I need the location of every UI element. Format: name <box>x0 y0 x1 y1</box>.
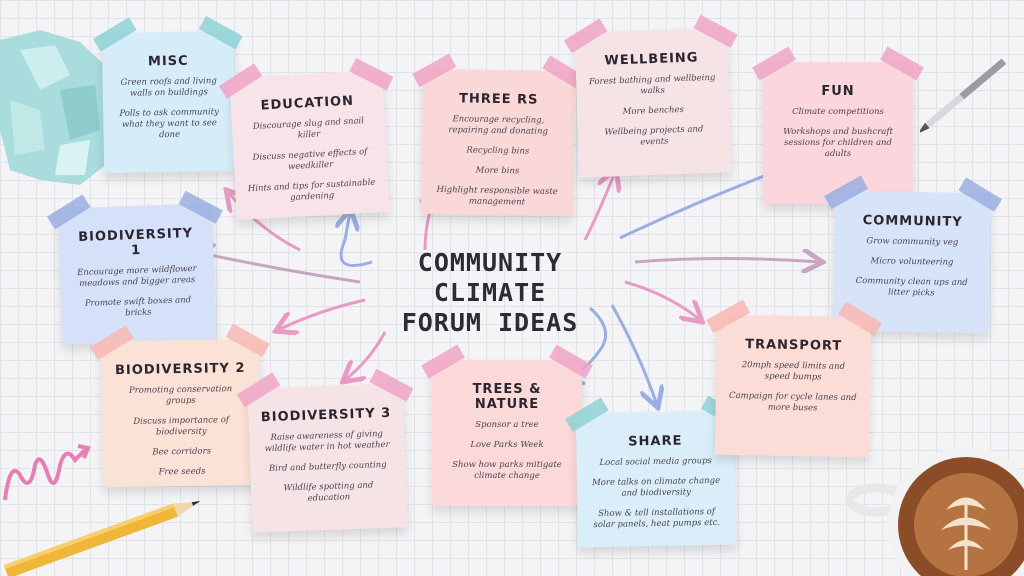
note-biodiversity-1: BIODIVERSITY 1 Encourage more wildflower… <box>47 190 223 345</box>
note-item: Encourage recycling, repairing and donat… <box>448 114 549 137</box>
note-title: EDUCATION <box>260 93 355 114</box>
note-biodiversity-2: BIODIVERSITY 2 Promoting conservation gr… <box>89 323 270 488</box>
arrow-to-education <box>228 192 301 252</box>
note-item: Promote swift boxes and bricks <box>84 295 192 319</box>
note-item: Campaign for cycle lanes and more buses <box>728 390 857 414</box>
note-title: THREE RS <box>458 91 539 108</box>
note-item: Workshops and bushcraft sessions for chi… <box>783 127 893 159</box>
note-title: BIODIVERSITY 1 <box>77 226 194 259</box>
note-item: Green roofs and living walls on building… <box>120 76 217 99</box>
note-title: TRANSPORT <box>745 337 843 354</box>
pink-swirl-doodle <box>3 444 91 501</box>
note-item: Wellbeing projects and events <box>604 124 704 148</box>
note-title: SHARE <box>628 433 683 450</box>
note-title: FUN <box>821 84 855 99</box>
note-item: Forest bathing and wellbeing walks <box>588 72 716 97</box>
arrow-to-biodiversity-2 <box>278 298 366 330</box>
note-title: COMMUNITY <box>862 213 963 230</box>
note-item: Community clean ups and litter picks <box>855 276 968 299</box>
pencil-icon <box>3 500 201 576</box>
note-item: Micro volunteering <box>870 256 954 268</box>
note-wellbeing: WELLBEING Forest bathing and wellbeing w… <box>563 14 738 178</box>
note-item: 20mph speed limits and speed bumps <box>741 360 846 383</box>
note-item: More benches <box>622 104 685 118</box>
note-item: Bee corridors <box>152 446 212 458</box>
note-item: Promoting conservation groups <box>128 384 233 407</box>
arrow-to-misc <box>341 212 373 267</box>
note-item: Free seeds <box>158 466 206 478</box>
note-item: Climate competitions <box>792 107 884 117</box>
note-item: Grow community veg <box>866 236 959 248</box>
note-item: Discourage slug and snail killer <box>252 116 365 141</box>
note-item: Local social media groups <box>599 456 712 468</box>
note-item: Show how parks mitigate climate change <box>452 460 562 481</box>
note-education: EDUCATION Discourage slug and snail kill… <box>218 57 394 220</box>
arrow-to-wellbeing <box>583 172 615 241</box>
note-item: Wildlife spotting and education <box>283 480 374 504</box>
central-title-line: FORUM IDEAS <box>401 308 579 337</box>
note-fun: FUN Climate competitions Workshops and b… <box>752 46 924 204</box>
note-item: Discuss importance of biodiversity <box>133 415 230 438</box>
note-item: Sponsor a tree <box>475 420 539 430</box>
crumpled-paper-icon <box>0 30 112 185</box>
note-item: Hints and tips for sustainable gardening <box>247 177 376 204</box>
note-item: Highlight responsible waste management <box>436 184 558 208</box>
pen-icon <box>920 58 1007 134</box>
note-trees-nature: TREES & NATURE Sponsor a tree Love Parks… <box>421 344 593 506</box>
note-item: More talks on climate change and biodive… <box>591 475 721 499</box>
note-item: Encourage more wildflower meadows and bi… <box>76 263 197 290</box>
note-item: More bins <box>475 165 520 177</box>
note-title: MISC <box>147 53 189 70</box>
note-misc: MISC Green roofs and living walls on bui… <box>92 15 243 174</box>
note-title: WELLBEING <box>604 50 699 69</box>
note-item: Bird and butterfly counting <box>268 459 387 475</box>
central-title: COMMUNITY CLIMATE FORUM IDEAS <box>385 248 595 338</box>
note-title: TREES & NATURE <box>472 382 542 412</box>
note-biodiversity-3: BIODIVERSITY 3 Raise awareness of giving… <box>236 368 414 533</box>
note-item: Discuss negative effects of weedkiller <box>252 146 368 173</box>
note-share: SHARE Local social media groups More tal… <box>565 395 745 548</box>
note-three-rs: THREE RS Encourage recycling, repairing … <box>412 53 587 217</box>
note-item: Polls to ask community what they want to… <box>119 107 219 141</box>
note-item: Recycling bins <box>466 145 530 157</box>
note-title: BIODIVERSITY 2 <box>114 360 246 379</box>
note-title: BIODIVERSITY 3 <box>260 405 392 426</box>
note-item: Love Parks Week <box>470 440 544 450</box>
coffee-cup-icon <box>845 447 1024 576</box>
arrow-to-biodiversity-3 <box>345 331 387 380</box>
note-item: Show & tell installations of solar panel… <box>593 506 721 531</box>
arrow-to-transport <box>624 280 700 320</box>
arrow-to-biodiversity-1 <box>196 252 361 284</box>
arrow-to-share <box>610 304 657 405</box>
central-title-line: CLIMATE <box>433 278 547 307</box>
arrow-to-community <box>634 259 820 263</box>
central-title-line: COMMUNITY <box>417 248 563 277</box>
note-item: Raise awareness of giving wildlife water… <box>264 429 390 455</box>
